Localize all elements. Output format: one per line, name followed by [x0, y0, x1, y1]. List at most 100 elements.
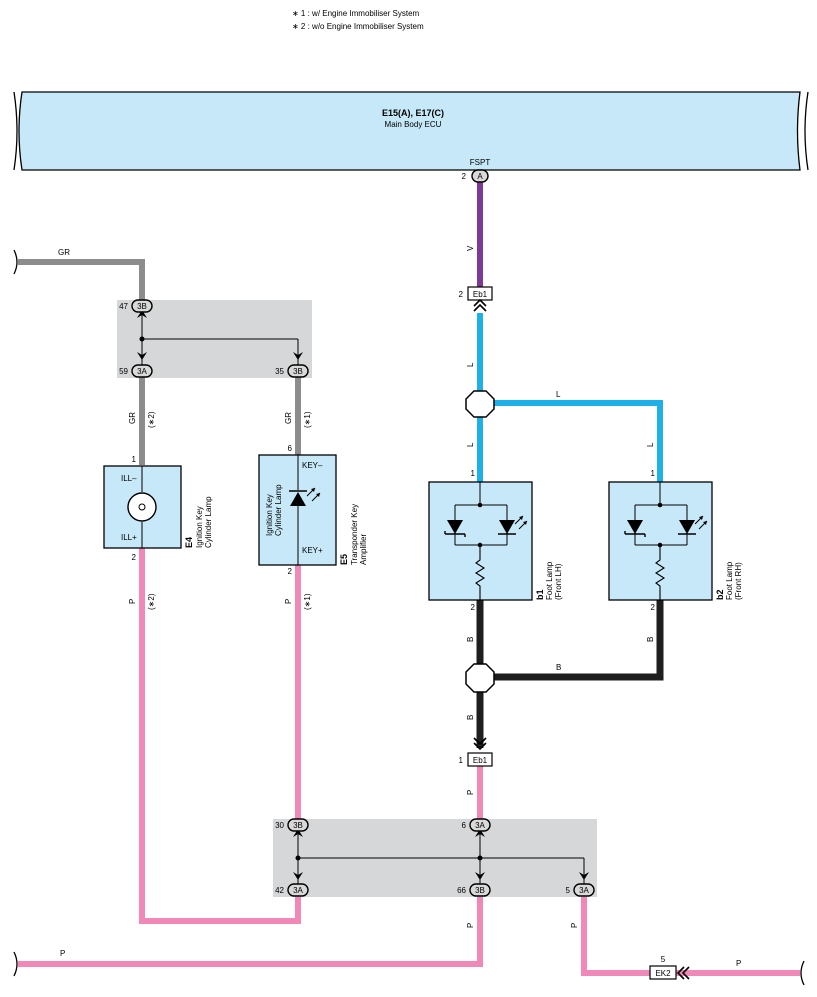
wire-gr-input[interactable] — [18, 259, 145, 300]
svg-text:30: 30 — [275, 821, 284, 830]
svg-text:P: P — [736, 959, 741, 968]
svg-text:P: P — [128, 599, 137, 604]
connector-ek2[interactable]: EK2 5 — [649, 955, 690, 980]
svg-text:(Front RH): (Front RH) — [734, 562, 743, 600]
wire-b-branch[interactable] — [493, 600, 664, 681]
pin-jb-top-in: 3B 47 — [119, 299, 153, 313]
led-icon — [499, 520, 515, 534]
svg-text:P: P — [284, 599, 293, 604]
svg-text:P: P — [570, 923, 579, 928]
svg-text:L: L — [466, 362, 475, 367]
svg-text:(∗1): (∗1) — [303, 593, 312, 610]
svg-text:b2: b2 — [715, 589, 725, 600]
wire-p-e4[interactable] — [139, 548, 301, 924]
svg-text:Foot Lamp: Foot Lamp — [725, 561, 734, 600]
svg-text:KEY–: KEY– — [302, 461, 323, 470]
connector-eb1-bottom[interactable]: Eb1 1 — [459, 737, 493, 767]
svg-text:B: B — [466, 715, 475, 720]
lamp-icon — [127, 492, 157, 522]
svg-text:GR: GR — [58, 248, 70, 257]
splice-b — [465, 663, 495, 693]
svg-text:5: 5 — [661, 955, 666, 964]
svg-text:2: 2 — [651, 603, 656, 612]
main-body-ecu[interactable]: E15(A), E17(C) Main Body ECU FSPT — [13, 91, 809, 171]
pin-jb-bottom-in-left: 3B 30 — [275, 818, 309, 832]
pin-jb-bottom-in-mid: 3A 6 — [462, 818, 491, 832]
pin-jb-bottom-out-right: 3A 5 — [566, 883, 595, 897]
svg-text:(∗1): (∗1) — [303, 411, 312, 428]
svg-text:3A: 3A — [137, 367, 147, 376]
svg-text:EK2: EK2 — [655, 969, 671, 978]
svg-text:3B: 3B — [137, 302, 147, 311]
pin-jb-bottom-out-left: 3A 42 — [275, 883, 309, 897]
connector-eb1-top[interactable]: Eb1 2 — [459, 286, 493, 312]
svg-text:Eb1: Eb1 — [473, 756, 488, 765]
svg-text:(∗2): (∗2) — [147, 411, 156, 428]
led-icon — [679, 520, 695, 534]
svg-text:P: P — [60, 949, 65, 958]
svg-text:L: L — [556, 390, 561, 399]
pin-jb-bottom-out-mid: 3B 66 — [457, 883, 491, 897]
pin-jb-top-out-left: 3A 59 — [119, 364, 153, 378]
svg-text:Eb1: Eb1 — [473, 290, 488, 299]
junction-arrows — [137, 310, 589, 880]
splice-l — [465, 390, 495, 418]
pin-ecu-a: A 2 — [462, 169, 489, 183]
svg-text:6: 6 — [462, 821, 467, 830]
wire-p-out-left[interactable] — [18, 897, 483, 967]
note-2: ∗ 2 : w/o Engine Immobiliser System — [292, 22, 424, 31]
svg-text:Foot Lamp: Foot Lamp — [545, 561, 554, 600]
svg-text:L: L — [646, 442, 655, 447]
wire-p-out-right[interactable] — [581, 897, 650, 976]
svg-text:2: 2 — [459, 290, 464, 299]
svg-text:6: 6 — [288, 444, 293, 453]
svg-text:5: 5 — [566, 886, 571, 895]
svg-text:Amplifier: Amplifier — [359, 534, 368, 565]
svg-text:V: V — [466, 245, 475, 251]
svg-text:3B: 3B — [293, 821, 303, 830]
svg-text:66: 66 — [457, 886, 466, 895]
svg-text:3A: 3A — [293, 886, 303, 895]
svg-text:2: 2 — [288, 567, 293, 576]
wire-breaks — [13, 249, 805, 986]
svg-text:B: B — [646, 637, 655, 642]
svg-text:L: L — [466, 442, 475, 447]
pin-jb-top-out-right: 3B 35 — [275, 364, 309, 378]
svg-text:B: B — [466, 637, 475, 642]
component-b1[interactable]: 1 2 b1 Foot Lamp (Front LH) — [428, 469, 563, 612]
svg-text:b1: b1 — [535, 589, 545, 600]
led-icon — [290, 492, 306, 506]
svg-text:3A: 3A — [579, 886, 589, 895]
svg-text:P: P — [466, 790, 475, 795]
svg-text:GR: GR — [128, 412, 137, 424]
svg-text:3A: 3A — [475, 821, 485, 830]
svg-text:E5: E5 — [339, 554, 349, 565]
note-1: ∗ 1 : w/ Engine Immobiliser System — [292, 9, 420, 18]
zener-icon — [627, 520, 643, 534]
svg-text:1: 1 — [651, 469, 656, 478]
resistor-icon — [654, 545, 666, 600]
svg-text:GR: GR — [284, 412, 293, 424]
svg-text:3B: 3B — [475, 886, 485, 895]
svg-text:2: 2 — [462, 172, 467, 181]
wire-l-branch[interactable] — [493, 400, 663, 482]
svg-text:ILL–: ILL– — [121, 474, 137, 483]
svg-text:35: 35 — [275, 367, 284, 376]
svg-text:Transponder Key: Transponder Key — [350, 504, 359, 565]
svg-text:3B: 3B — [293, 367, 303, 376]
ecu-terminal: FSPT — [470, 158, 491, 167]
junction-top-internal — [139, 312, 299, 368]
svg-text:A: A — [477, 172, 483, 181]
svg-text:Cylinder Lamp: Cylinder Lamp — [204, 496, 213, 548]
component-e4[interactable]: ILL– ILL+ 1 2 E4 Ignition Key Cylinder L… — [103, 455, 213, 562]
svg-text:ILL+: ILL+ — [121, 533, 137, 542]
svg-text:59: 59 — [119, 367, 128, 376]
svg-text:P: P — [466, 923, 475, 928]
component-e5[interactable]: KEY– KEY+ Ignition Key Cylinder Lamp 6 2… — [258, 444, 368, 576]
svg-text:2: 2 — [471, 603, 476, 612]
component-b2[interactable]: 1 2 b2 Foot Lamp (Front RH) — [608, 469, 743, 612]
svg-text:1: 1 — [471, 469, 476, 478]
svg-text:(∗2): (∗2) — [147, 593, 156, 610]
svg-text:42: 42 — [275, 886, 284, 895]
